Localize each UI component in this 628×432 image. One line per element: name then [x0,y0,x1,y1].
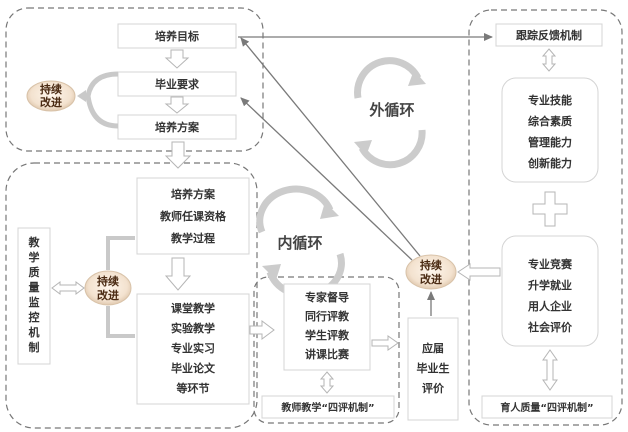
improve-middle-line1: 持续 [97,274,119,288]
outcomes-box [501,235,599,347]
outcomes-double-arrow [542,349,558,391]
outcome-1: 专业竞赛 [528,257,573,271]
activity-2: 实验教学 [171,321,215,335]
qa-double-arrow [51,281,85,295]
process-line-3: 教学过程 [170,231,215,245]
svg-text:教: 教 [28,235,41,249]
teacher-eval-line-3: 学生评教 [305,328,350,342]
feedback-to-requirement-arrow [240,97,413,261]
talent-eval-frame [468,9,623,426]
process-line-2: 教师任课资格 [159,209,227,223]
tracking-label: 跟踪反馈机制 [516,28,582,42]
svg-text:质: 质 [29,265,40,279]
activities-right-arrow [249,320,275,340]
inner-loop-swirl [256,185,345,299]
improve-oval-top [26,80,76,112]
qa-vertical-text: 教 学 质 量 监 控 机 制 [28,235,41,354]
outcome-3: 用人企业 [528,299,572,313]
improve-top-line1: 持续 [40,82,62,96]
ability-2: 综合素质 [528,114,572,128]
requirement-box [117,71,237,97]
improve-middle-line2: 改进 [97,288,119,302]
talent-eval-caption-box [481,395,613,419]
plus-icon [532,191,568,227]
tracking-box [495,23,603,47]
outer-loop-swirl [354,57,426,169]
svg-text:量: 量 [29,281,40,294]
svg-text:学: 学 [29,250,40,264]
plan-label: 培养方案 [155,120,200,134]
activity-3: 专业实习 [171,341,215,355]
talent-eval-caption: 育人质量“四评机制” [500,401,593,414]
ability-3: 管理能力 [528,135,572,149]
teacher-eval-line-1: 专家督导 [305,290,349,304]
improve-top-bracket [85,71,119,129]
graduate-eval-line-2: 毕业生 [417,361,450,375]
svg-text:机: 机 [29,325,40,339]
plan-box [117,114,237,140]
teacher-eval-box [283,283,371,371]
qa-box [17,227,51,365]
svg-text:监: 监 [29,295,40,309]
improve-top-line2: 改进 [40,95,62,109]
teacher-eval-double-arrow [319,371,335,394]
teacher-eval-caption: 教师教学“四评机制” [280,401,374,414]
svg-text:控: 控 [29,310,40,324]
outcome-2: 升学就业 [528,278,572,292]
plan-down-arrow [164,141,192,291]
outer-loop-label: 外循环 [368,101,414,119]
outcome-4: 社会评价 [527,320,573,334]
improve-center-line1: 持续 [420,258,442,272]
improve-oval-middle [84,270,132,306]
tracking-double-arrow [541,48,557,72]
graduate-eval-line-1: 应届 [422,341,444,355]
teacher-eval-line-4: 讲课比赛 [305,347,350,361]
outcomes-left-arrow [457,263,501,281]
svg-text:制: 制 [29,340,40,354]
graduate-eval-box [407,317,459,421]
abilities-box [501,77,599,183]
goal-label: 培养目标 [155,29,199,43]
improve-oval-center [405,254,457,290]
goal-box [117,23,237,49]
requirement-label: 毕业要求 [155,77,200,91]
ability-4: 创新能力 [527,156,572,170]
improve-center-line2: 改进 [420,272,442,286]
activities-box [136,293,250,405]
activity-4: 毕业论文 [171,361,216,375]
process-line-1: 培养方案 [171,187,216,201]
process-box [136,177,250,255]
teacher-eval-caption-box [261,395,395,419]
activity-1: 课堂教学 [171,301,215,315]
goal-down-arrows [164,49,190,114]
inner-loop-label: 内循环 [277,234,322,252]
ability-1: 专业技能 [528,93,572,107]
activity-5: 等环节 [176,381,210,395]
teacher-eval-line-2: 同行评教 [305,309,350,323]
teacher-to-graduate-arrow [371,335,399,351]
feedback-to-goal-arrow [240,37,421,257]
graduate-eval-line-3: 评价 [422,382,445,395]
teaching-group-frame [5,162,258,429]
